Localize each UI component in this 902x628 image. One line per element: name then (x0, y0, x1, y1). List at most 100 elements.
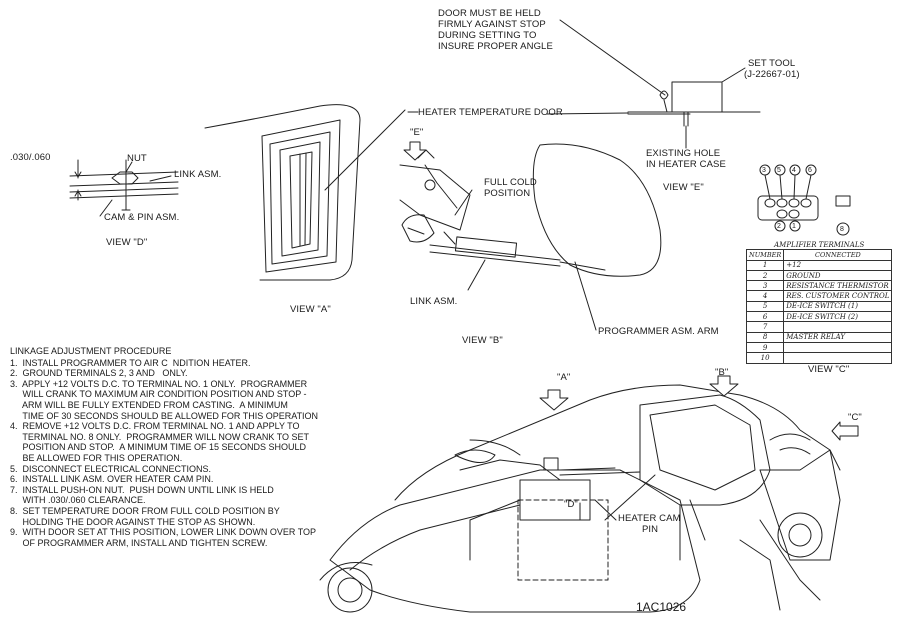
terminal-number: 5 (745, 300, 785, 313)
cam-pin-asm-label: CAM & PIN ASM. (104, 212, 180, 223)
heater-cam-pin-line-2: PIN (642, 524, 659, 535)
procedure-line: WILL CRANK TO MAXIMUM AIR CONDITION POSI… (10, 389, 307, 400)
terminal-connection: GROUND (783, 269, 893, 282)
table-row: 7 (745, 321, 893, 333)
door-note-line-3: DURING SETTING TO (438, 30, 537, 41)
terminal-number: 9 (745, 341, 785, 354)
procedure-line: 3. APPLY +12 VOLTS D.C. TO TERMINAL NO. … (10, 378, 308, 389)
terminal-6: 6 (808, 167, 812, 174)
amplifier-table-title: AMPLIFIER TERMINALS (746, 240, 892, 251)
procedure-line: 5. DISCONNECT ELECTRICAL CONNECTIONS. (10, 463, 212, 474)
full-cold-line-2: POSITION (484, 188, 531, 199)
terminal-number: 4 (745, 290, 785, 302)
procedure-line: BE ALLOWED FOR THIS OPERATION. (10, 452, 183, 463)
view-a-drawing (204, 104, 406, 281)
figure-code: 1AC1026 (636, 600, 687, 614)
table-row: 10 (745, 352, 893, 364)
view-a-label: VIEW "A" (290, 304, 331, 315)
procedure-line: 2. GROUND TERMINALS 2, 3 AND ONLY. (10, 368, 188, 379)
view-d-label: VIEW "D" (106, 237, 148, 248)
view-c-terminals (757, 164, 851, 236)
programmer-arm-label: PROGRAMMER ASM. ARM (598, 326, 719, 337)
terminal-connection (783, 341, 893, 354)
view-e-label: VIEW "E" (663, 182, 704, 193)
c-callout: "C" (848, 412, 862, 423)
procedure-line: 1. INSTALL PROGRAMMER TO AIR C NDITION H… (10, 357, 251, 368)
heater-assembly-drawing (319, 384, 841, 613)
nut-label: NUT (127, 153, 147, 164)
door-note-line-1: DOOR MUST BE HELD (438, 8, 541, 19)
terminal-3: 3 (762, 167, 766, 174)
link-asm-d-label: LINK ASM. (174, 169, 222, 180)
terminal-connection (783, 352, 893, 364)
view-arrows (539, 375, 859, 441)
procedure-line: 6. INSTALL LINK ASM. OVER HEATER CAM PIN… (10, 474, 214, 485)
heater-cam-pin-line-1: HEATER CAM (618, 513, 681, 524)
amplifier-terminals-table: AMPLIFIER TERMINALS NUMBER CONNECTED 1+1… (745, 240, 893, 364)
procedure-title: LINKAGE ADJUSTMENT PROCEDURE (10, 346, 172, 356)
procedure-line: 8. SET TEMPERATURE DOOR FROM FULL COLD P… (10, 505, 280, 516)
procedure-line: 9. WITH DOOR SET AT THIS POSITION, LOWER… (10, 527, 317, 538)
clearance-label: .030/.060 (10, 152, 51, 163)
leader-lines (407, 111, 617, 521)
terminal-1: 1 (792, 223, 796, 230)
procedure-line: POSITION AND STOP. A MINIMUM TIME OF 15 … (10, 442, 307, 453)
set-tool-part-label: (J-22667-01) (744, 69, 800, 80)
view-b-label: VIEW "B" (462, 335, 503, 346)
procedure-line: 7. INSTALL PUSH-ON NUT. PUSH DOWN UNTIL … (10, 484, 274, 495)
full-cold-line-1: FULL COLD (484, 177, 537, 188)
arrow-e (403, 141, 427, 161)
table-row: 9 (745, 341, 893, 354)
terminal-8: 8 (840, 226, 844, 233)
terminal-number: 7 (745, 321, 785, 333)
a-callout: "A" (557, 372, 571, 383)
view-c-label: VIEW "C" (808, 364, 850, 375)
amplifier-header-number: NUMBER (745, 249, 785, 261)
heater-temp-door-label: HEATER TEMPERATURE DOOR (418, 107, 563, 118)
terminal-number: 3 (745, 280, 785, 292)
terminal-4: 4 (792, 167, 796, 174)
view-b-drawing (399, 143, 662, 331)
table-row: 1+12 (745, 259, 893, 271)
existing-hole-line-1: EXISTING HOLE (646, 148, 721, 159)
procedure-line: 4. REMOVE +12 VOLTS D.C. FROM TERMINAL N… (10, 421, 300, 432)
terminal-connection: +12 (783, 259, 893, 271)
terminal-2: 2 (777, 223, 781, 230)
procedure-line: WITH .030/.060 CLEARANCE. (10, 495, 146, 506)
b-callout: "B" (715, 367, 729, 378)
door-note-line-4: INSURE PROPER ANGLE (438, 41, 553, 52)
procedure-line: TIME OF 30 SECONDS SHOULD BE ALLOWED FOR… (10, 410, 319, 421)
linkage-adjustment-procedure: LINKAGE ADJUSTMENT PROCEDURE 1. INSTALL … (10, 346, 318, 548)
procedure-line: OF PROGRAMMER ARM, INSTALL AND TIGHTEN S… (10, 537, 268, 548)
procedure-line: HOLDING THE DOOR AGAINST THE STOP AS SHO… (10, 516, 256, 527)
link-asm-label: LINK ASM. (410, 296, 458, 307)
terminal-number: 8 (745, 331, 785, 343)
terminal-connection: DE-ICE SWITCH (1) (783, 300, 893, 313)
terminal-connection (783, 321, 893, 333)
terminal-connection: MASTER RELAY (783, 331, 893, 343)
existing-hole-line-2: IN HEATER CASE (646, 159, 726, 170)
terminal-number: 6 (745, 311, 785, 323)
d-callout: "D" (564, 499, 578, 510)
terminal-connection: DE-ICE SWITCH (2) (783, 311, 893, 323)
procedure-line: ARM WILL BE FULLY EXTENDED FROM CASTING.… (10, 399, 288, 410)
set-tool-label: SET TOOL (748, 58, 796, 69)
view-d-drawing (69, 159, 179, 217)
door-note-line-2: FIRMLY AGAINST STOP (438, 19, 546, 30)
terminal-number: 2 (745, 269, 785, 282)
amplifier-header-connected: CONNECTED (783, 249, 893, 261)
terminal-connection: RES. CUSTOMER CONTROL (783, 290, 893, 302)
e-callout: "E" (410, 127, 424, 138)
terminal-number: 1 (745, 259, 785, 271)
procedure-line: TERMINAL NO. 8 ONLY. PROGRAMMER WILL NOW… (10, 431, 310, 442)
terminal-connection: RESISTANCE THERMISTOR (783, 280, 893, 292)
view-e-tool-drawing (546, 19, 761, 149)
